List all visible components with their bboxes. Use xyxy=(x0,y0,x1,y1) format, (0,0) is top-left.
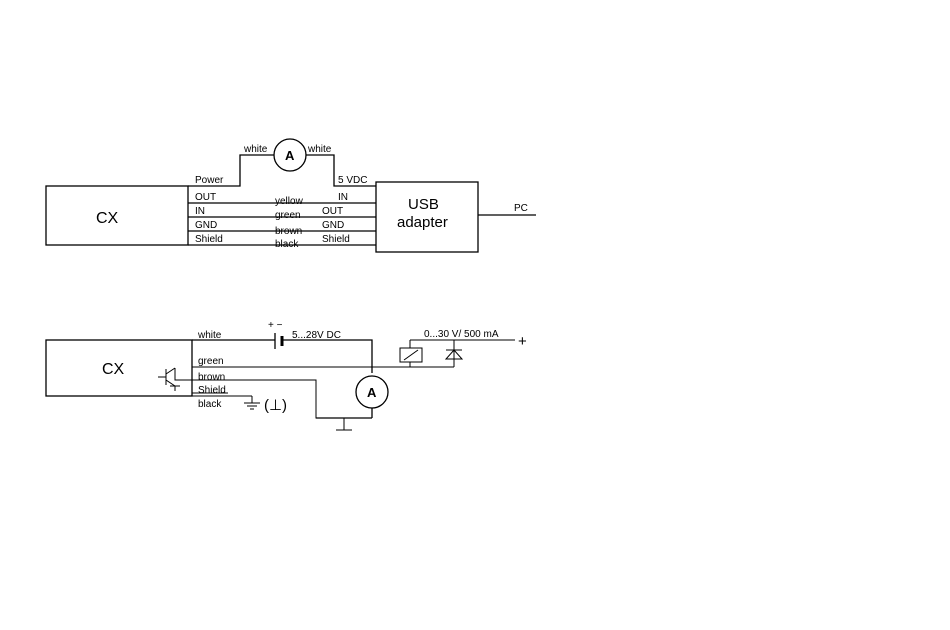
power-label: Power xyxy=(195,175,224,186)
load-rating: 0...30 V/ 500 mA xyxy=(424,329,499,340)
usb-pin-gnd: GND xyxy=(322,220,344,231)
ground-note: (⊥) xyxy=(264,397,287,414)
battery-polarity: + − xyxy=(268,320,283,331)
wire-color-black: black xyxy=(275,239,299,250)
battery-wire xyxy=(282,340,372,373)
white-label-right: white xyxy=(307,144,332,155)
battery-voltage: 5...28V DC xyxy=(292,330,341,341)
cx-pin-gnd: GND xyxy=(195,220,217,231)
black-label: black xyxy=(198,399,222,410)
usb-adapter-label-line1: USB xyxy=(408,196,439,213)
ground-bottom-icon xyxy=(336,418,352,430)
diagram-usb-connection: CX USB adapter PC A Power 5 VDC white wh… xyxy=(46,139,536,252)
usb-pin-in: IN xyxy=(338,192,348,203)
diagram-switching-output: CX white + − 5...28V DC green brown Shie… xyxy=(46,320,527,430)
pc-label: PC xyxy=(514,203,528,214)
usb-adapter-label-line2: adapter xyxy=(397,214,448,231)
white-label: white xyxy=(197,330,222,341)
cx-pin-shield: Shield xyxy=(195,234,223,245)
green-label: green xyxy=(198,356,224,367)
shield-label: Shield xyxy=(198,385,226,396)
wire-color-brown: brown xyxy=(275,226,302,237)
usb-pin-out: OUT xyxy=(322,206,343,217)
ground-icon xyxy=(244,396,260,409)
brown-label: brown xyxy=(198,372,225,383)
ammeter-2-label: A xyxy=(367,385,377,400)
cx-device-label-2: CX xyxy=(102,361,125,378)
usb-pin-shield: Shield xyxy=(322,234,350,245)
wire-color-yellow: yellow xyxy=(275,196,304,207)
cx-pin-out: OUT xyxy=(195,192,216,203)
ammeter-1-label: A xyxy=(285,148,295,163)
wire-color-green: green xyxy=(275,210,301,221)
cx-pin-in: IN xyxy=(195,206,205,217)
voltage-label: 5 VDC xyxy=(338,175,367,186)
cx-device-label: CX xyxy=(96,210,119,227)
white-label-left: white xyxy=(243,144,268,155)
plus-terminal: + xyxy=(518,333,527,350)
